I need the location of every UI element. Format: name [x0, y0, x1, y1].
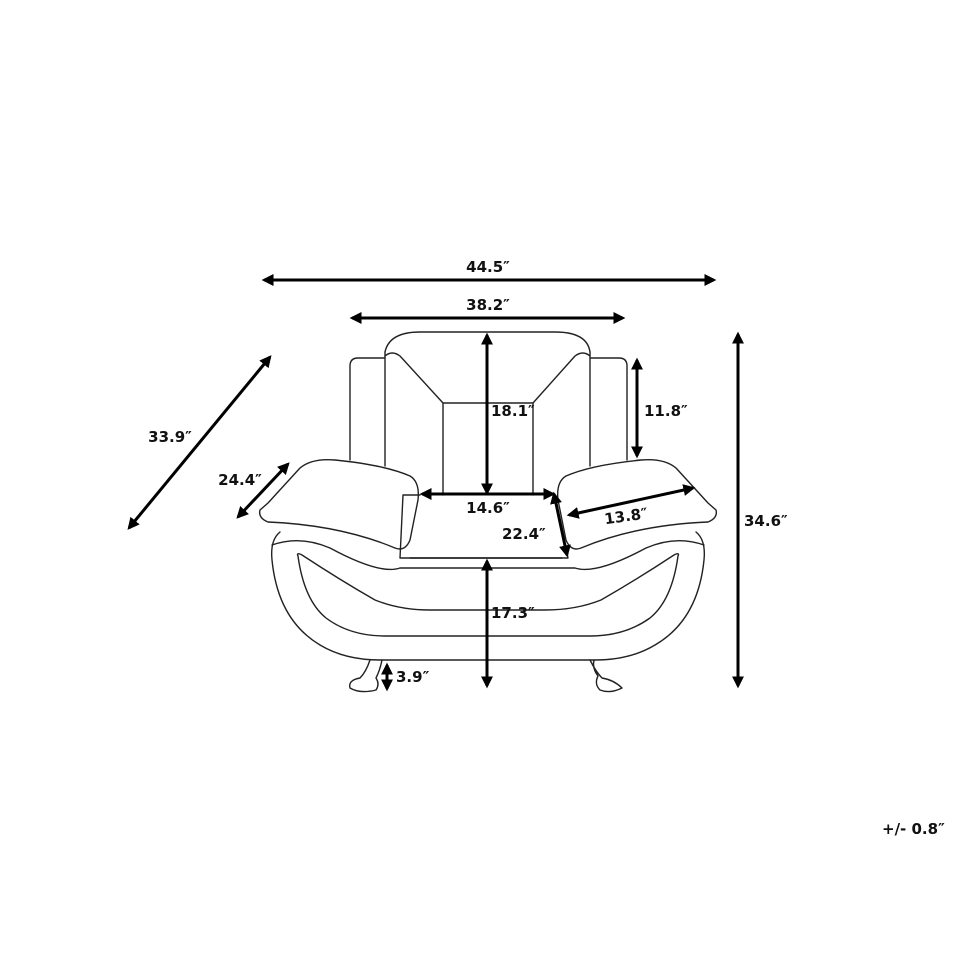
dimension-arrows	[127, 274, 744, 692]
label-arm-to-top: 11.8″	[644, 402, 688, 420]
label-back-height: 18.1″	[491, 402, 535, 420]
label-overall-height: 34.6″	[744, 512, 788, 530]
leg-right	[589, 659, 623, 693]
arrow-overall-depth	[127, 355, 272, 530]
tolerance-note: +/- 0.8″	[882, 820, 945, 838]
label-overall-width: 44.5″	[466, 258, 510, 276]
label-arm-depth: 24.4″	[218, 471, 262, 489]
chair-back	[384, 331, 591, 353]
label-arm-width: 13.8″	[603, 504, 649, 528]
chair-back-wing-left	[349, 357, 386, 461]
armrest-right	[556, 458, 718, 550]
arrow-arm-depth	[236, 462, 290, 519]
label-seat-height: 17.3″	[491, 604, 535, 622]
label-seat-depth: 22.4″	[502, 525, 546, 543]
arrow-arm-width	[566, 484, 696, 519]
label-seat-width: 14.6″	[466, 499, 510, 517]
dimension-labels: 44.5″ 38.2″ 33.9″ 24.4″ 18.1″ 11.8″ 34.6…	[148, 258, 945, 838]
label-overall-depth: 33.9″	[148, 428, 192, 446]
leg-left	[349, 659, 383, 693]
arrow-seat-depth	[550, 491, 571, 558]
chair-base-inner	[296, 553, 680, 637]
label-leg-height: 3.9″	[396, 668, 430, 686]
chair-back-wing-right	[589, 357, 628, 461]
armrest-left	[258, 458, 420, 550]
label-back-width: 38.2″	[466, 296, 510, 314]
